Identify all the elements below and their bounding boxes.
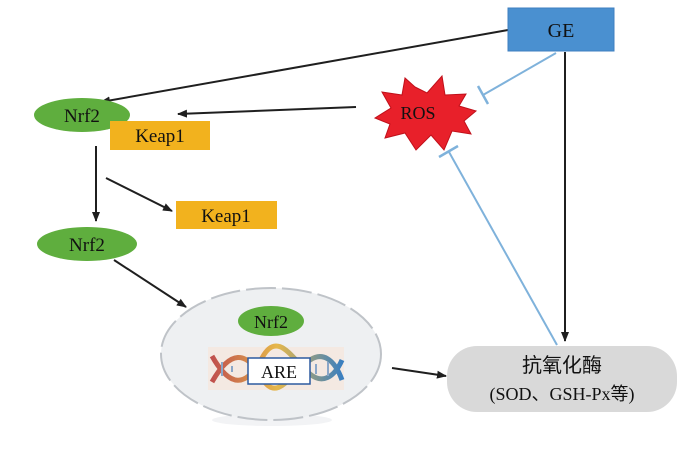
nrf2-mid-node: Nrf2 (37, 227, 137, 261)
activation-arrows (92, 29, 569, 379)
keap1-bound-box (110, 121, 210, 150)
nrf2-top-ellipse (34, 98, 130, 132)
arrow-to-keap1-free (105, 177, 173, 212)
nrf2-mid-label: Nrf2 (69, 235, 105, 256)
arrow-nrf2-to-nucleus (113, 259, 187, 308)
ge-label: GE (548, 20, 575, 42)
arrow-ros-to-nrf2 (177, 106, 357, 118)
keap1-bound-label: Keap1 (135, 126, 185, 147)
keap1-free-node: Keap1 (176, 201, 277, 229)
enzymes-line1: 抗氧化酶 (522, 354, 602, 377)
nrf2-keap1-complex: Nrf2 Keap1 (34, 98, 210, 150)
enzymes-node: 抗氧化酶 (SOD、GSH-Px等) (447, 346, 677, 412)
nucleus: Nrf2 ARE (160, 287, 382, 426)
are-box (247, 357, 311, 385)
ros-starburst-shape (373, 74, 478, 151)
arrow-are-to-enzymes (391, 367, 447, 379)
inhibit-enzymes-ros-bar (438, 144, 459, 159)
enzymes-line2: (SOD、GSH-Px等) (489, 384, 634, 405)
inhibition-lines (438, 52, 558, 346)
nucleus-nrf2-ellipse (238, 306, 304, 336)
inhibit-enzymes-ros (448, 151, 558, 346)
nucleus-nrf2-label: Nrf2 (254, 312, 288, 332)
are-label: ARE (261, 362, 297, 382)
ros-label: ROS (400, 103, 435, 123)
ros-node: ROS (373, 74, 478, 151)
inhibit-ge-ros (482, 52, 557, 96)
nrf2-top-label: Nrf2 (64, 106, 100, 127)
arrow-ge-to-nrf2 (100, 29, 509, 105)
inhibit-ge-ros-bar (476, 85, 490, 105)
ge-node: GE (507, 7, 615, 52)
keap1-free-label: Keap1 (201, 206, 251, 227)
